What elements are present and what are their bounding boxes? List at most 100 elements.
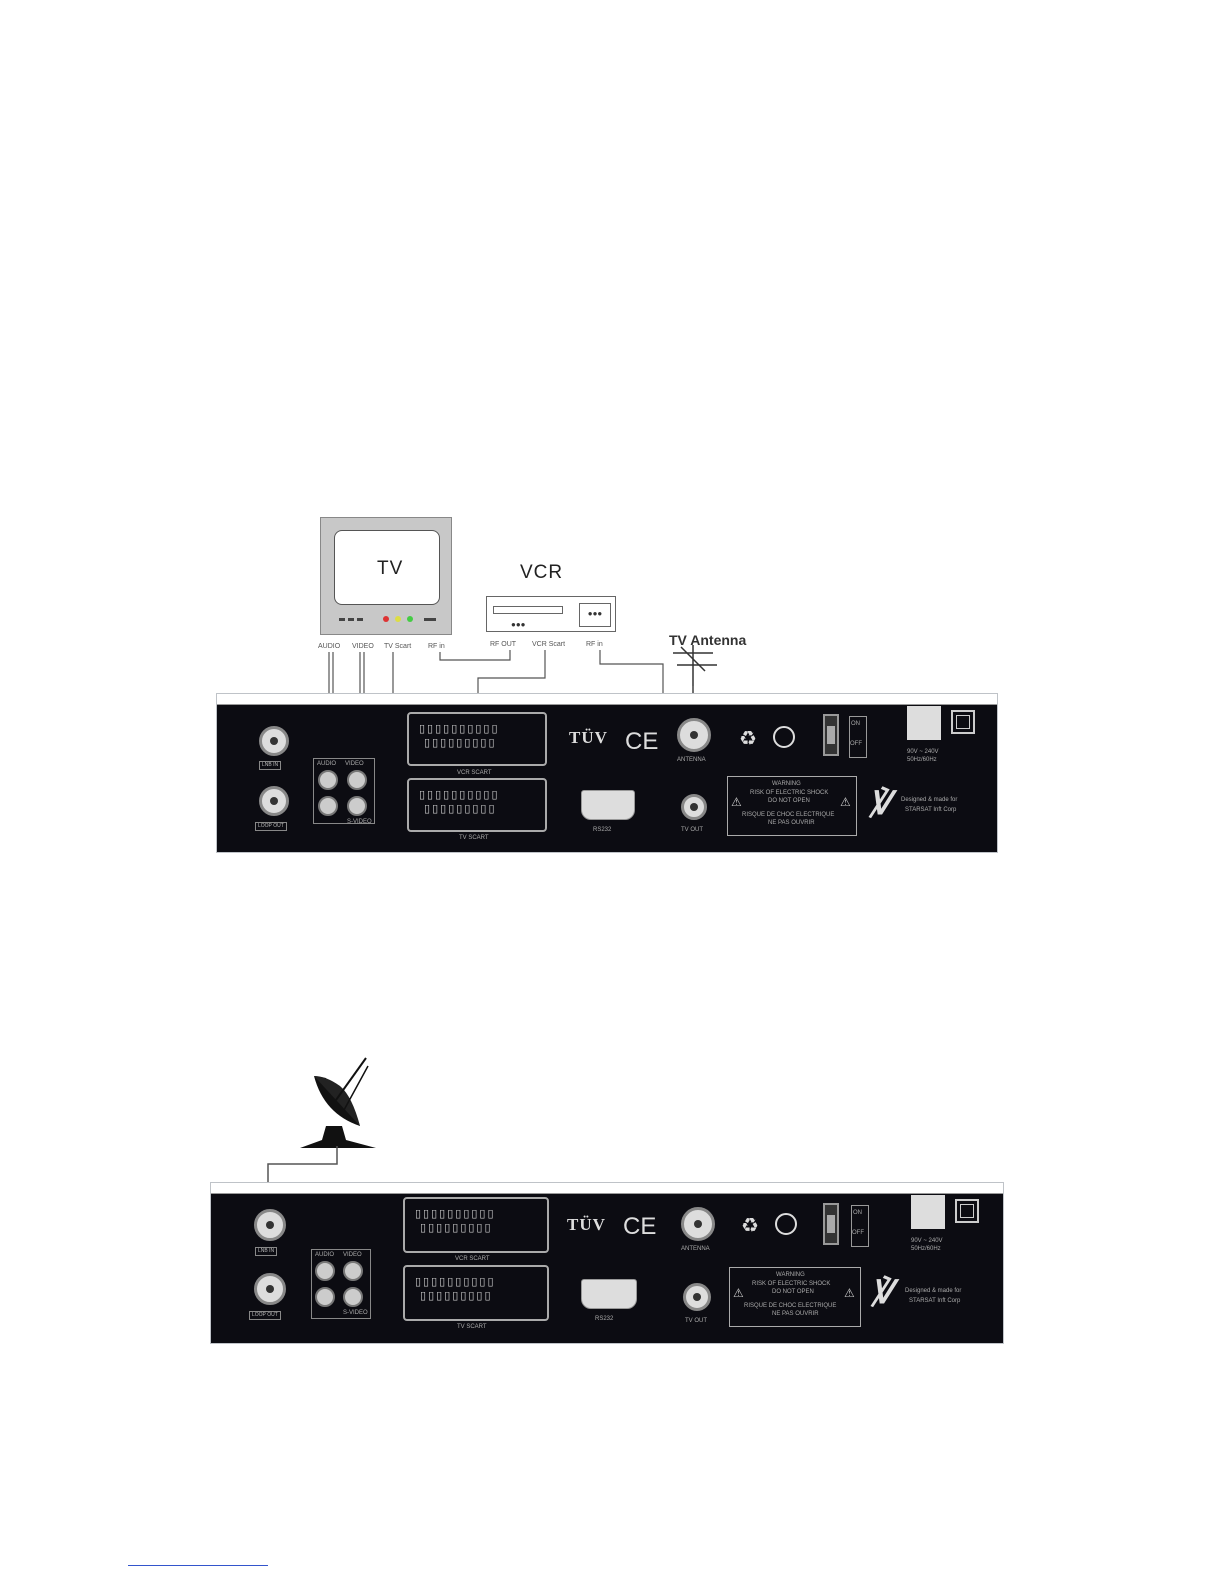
vcr-scart-connector: ▯▯▯▯▯▯▯▯▯▯ ▯▯▯▯▯▯▯▯▯ [403, 1197, 549, 1253]
tv-button [424, 618, 436, 621]
switch-on-label: ON [851, 721, 860, 727]
panel-top-edge [211, 1183, 1003, 1194]
tv-out-label: TV OUT [681, 827, 703, 833]
tv-button [339, 618, 345, 621]
switch-off-label: OFF [852, 1230, 864, 1236]
tv-title: TV [377, 558, 404, 579]
audio-label: AUDIO [317, 761, 337, 767]
tv-button [357, 618, 363, 621]
vcr-scart-connector: ▯▯▯▯▯▯▯▯▯▯ ▯▯▯▯▯▯▯▯▯ [407, 712, 547, 766]
warning-line: RISQUE DE CHOC ELECTRIQUE [742, 812, 835, 818]
tv-out-label: TV OUT [685, 1318, 707, 1324]
s-video-jack [343, 1287, 363, 1307]
tv-set: TV [320, 517, 452, 635]
warning-box: ⚠ ⚠ WARNING RISK OF ELECTRIC SHOCK DO NO… [729, 1267, 861, 1327]
tv-scart-label: TV SCART [457, 1324, 487, 1330]
diagram-tv-vcr-connection: TV VCR ●●● ●●● AUDIO VIDEO TV Scart RF i… [216, 517, 998, 853]
switch-off-label: OFF [850, 741, 862, 747]
class2-icon [951, 710, 975, 734]
port-label-rf-out: RF OUT [490, 641, 517, 648]
warning-line: DO NOT OPEN [772, 1289, 814, 1295]
diagram-satellite-connection: LNB IN LOOP OUT AUDIO VIDEO S-VIDEO ▯▯▯▯… [0, 1050, 1225, 1350]
tv-scart-label: TV SCART [459, 835, 489, 841]
warning-line: RISK OF ELECTRIC SHOCK [752, 1281, 831, 1287]
power-spec: 50Hz/60Hz [911, 1246, 941, 1252]
tuv-logo: TÜV [569, 728, 608, 747]
lnb-in-connector [259, 726, 289, 756]
vcr-scart-label: VCR SCART [457, 770, 492, 776]
warning-triangle-icon: ⚠ [733, 1286, 744, 1300]
tv-antenna-icon [673, 645, 717, 693]
vcr-unit: ●●● ●●● [486, 596, 616, 632]
recycle-icon: ♻ [739, 728, 757, 750]
tv-antenna-label: TV Antenna [669, 632, 747, 648]
port-label-vcr-rf-in: RF in [586, 641, 603, 648]
rca-block [313, 758, 375, 824]
tv-button [348, 618, 354, 621]
rs232-label: RS232 [595, 1316, 614, 1322]
audio-jack [315, 1287, 335, 1307]
rs232-label: RS232 [593, 827, 612, 833]
antenna-label: ANTENNA [677, 757, 706, 763]
antenna-label: ANTENNA [681, 1246, 710, 1252]
warning-line: RISK OF ELECTRIC SHOCK [750, 790, 829, 796]
recycle-icon: ♻ [741, 1215, 759, 1237]
warning-triangle-icon: ⚠ [844, 1286, 855, 1300]
receiver-rear-panel: LNB IN LOOP OUT AUDIO VIDEO S-VIDEO ▯▯▯▯… [210, 1182, 1004, 1344]
rca-block [311, 1249, 371, 1319]
vcr-scart-label: VCR SCART [455, 1256, 490, 1262]
port-label-tv-rf-in: RF in [428, 643, 445, 650]
brand-line: Designed & made for [905, 1288, 962, 1294]
s-video-label: S-VIDEO [343, 1310, 368, 1316]
panel-top-edge [217, 694, 997, 705]
brand-line: Designed & made for [901, 797, 958, 803]
audio-jack [318, 770, 338, 790]
receiver-rear-panel: LNB IN LOOP OUT AUDIO VIDEO S-VIDEO ▯▯▯▯… [216, 693, 998, 853]
tv-out-connector [683, 1283, 711, 1311]
warning-triangle-icon: ⚠ [840, 795, 851, 809]
warning-line: NE PAS OUVRIR [768, 820, 815, 826]
power-switch[interactable] [823, 1203, 839, 1245]
port-label-tv-scart: TV Scart [384, 643, 412, 650]
approval-icon [773, 726, 795, 748]
warning-box: ⚠ ⚠ WARNING RISK OF ELECTRIC SHOCK DO NO… [727, 776, 857, 836]
switch-label-box [849, 716, 867, 758]
vcr-tape-slot [493, 606, 563, 614]
warning-line: RISQUE DE CHOC ELECTRIQUE [744, 1303, 837, 1309]
loop-out-label: LOOP OUT [255, 822, 287, 831]
tv-screen [334, 530, 440, 605]
antenna-connector [677, 718, 711, 752]
audio-jack [315, 1261, 335, 1281]
footnote-separator [128, 1565, 268, 1566]
ce-logo: CE [623, 1213, 657, 1240]
video-jack [347, 770, 367, 790]
rs232-connector [581, 790, 635, 820]
class2-icon [955, 1199, 979, 1223]
switch-on-label: ON [853, 1210, 862, 1216]
tv-led-red [383, 616, 389, 622]
warning-line: NE PAS OUVRIR [772, 1311, 819, 1317]
lnb-in-label: LNB IN [255, 1247, 278, 1256]
loop-out-connector [254, 1273, 286, 1305]
s-video-label: S-VIDEO [347, 819, 372, 825]
vcr-title: VCR [520, 562, 564, 583]
tv-out-connector [681, 794, 707, 820]
port-label-audio: AUDIO [318, 643, 341, 650]
power-socket [907, 706, 941, 740]
port-label-video: VIDEO [352, 643, 374, 650]
brand-line: STARSAT Inft Corp [905, 807, 957, 813]
satellite-dish-icon [300, 1057, 376, 1148]
warning-line: DO NOT OPEN [768, 798, 810, 804]
rs232-connector [581, 1279, 637, 1309]
antenna-connector [681, 1207, 715, 1241]
loop-out-connector [259, 786, 289, 816]
switch-label-box [851, 1205, 869, 1247]
vcr-buttons: ●●● [511, 620, 526, 629]
vcr-display: ●●● [579, 603, 611, 627]
tv-led-yellow [395, 616, 401, 622]
lnb-in-connector [254, 1209, 286, 1241]
tuv-logo: TÜV [567, 1215, 606, 1234]
video-label: VIDEO [345, 761, 364, 767]
power-switch[interactable] [823, 714, 839, 756]
video-jack [343, 1261, 363, 1281]
